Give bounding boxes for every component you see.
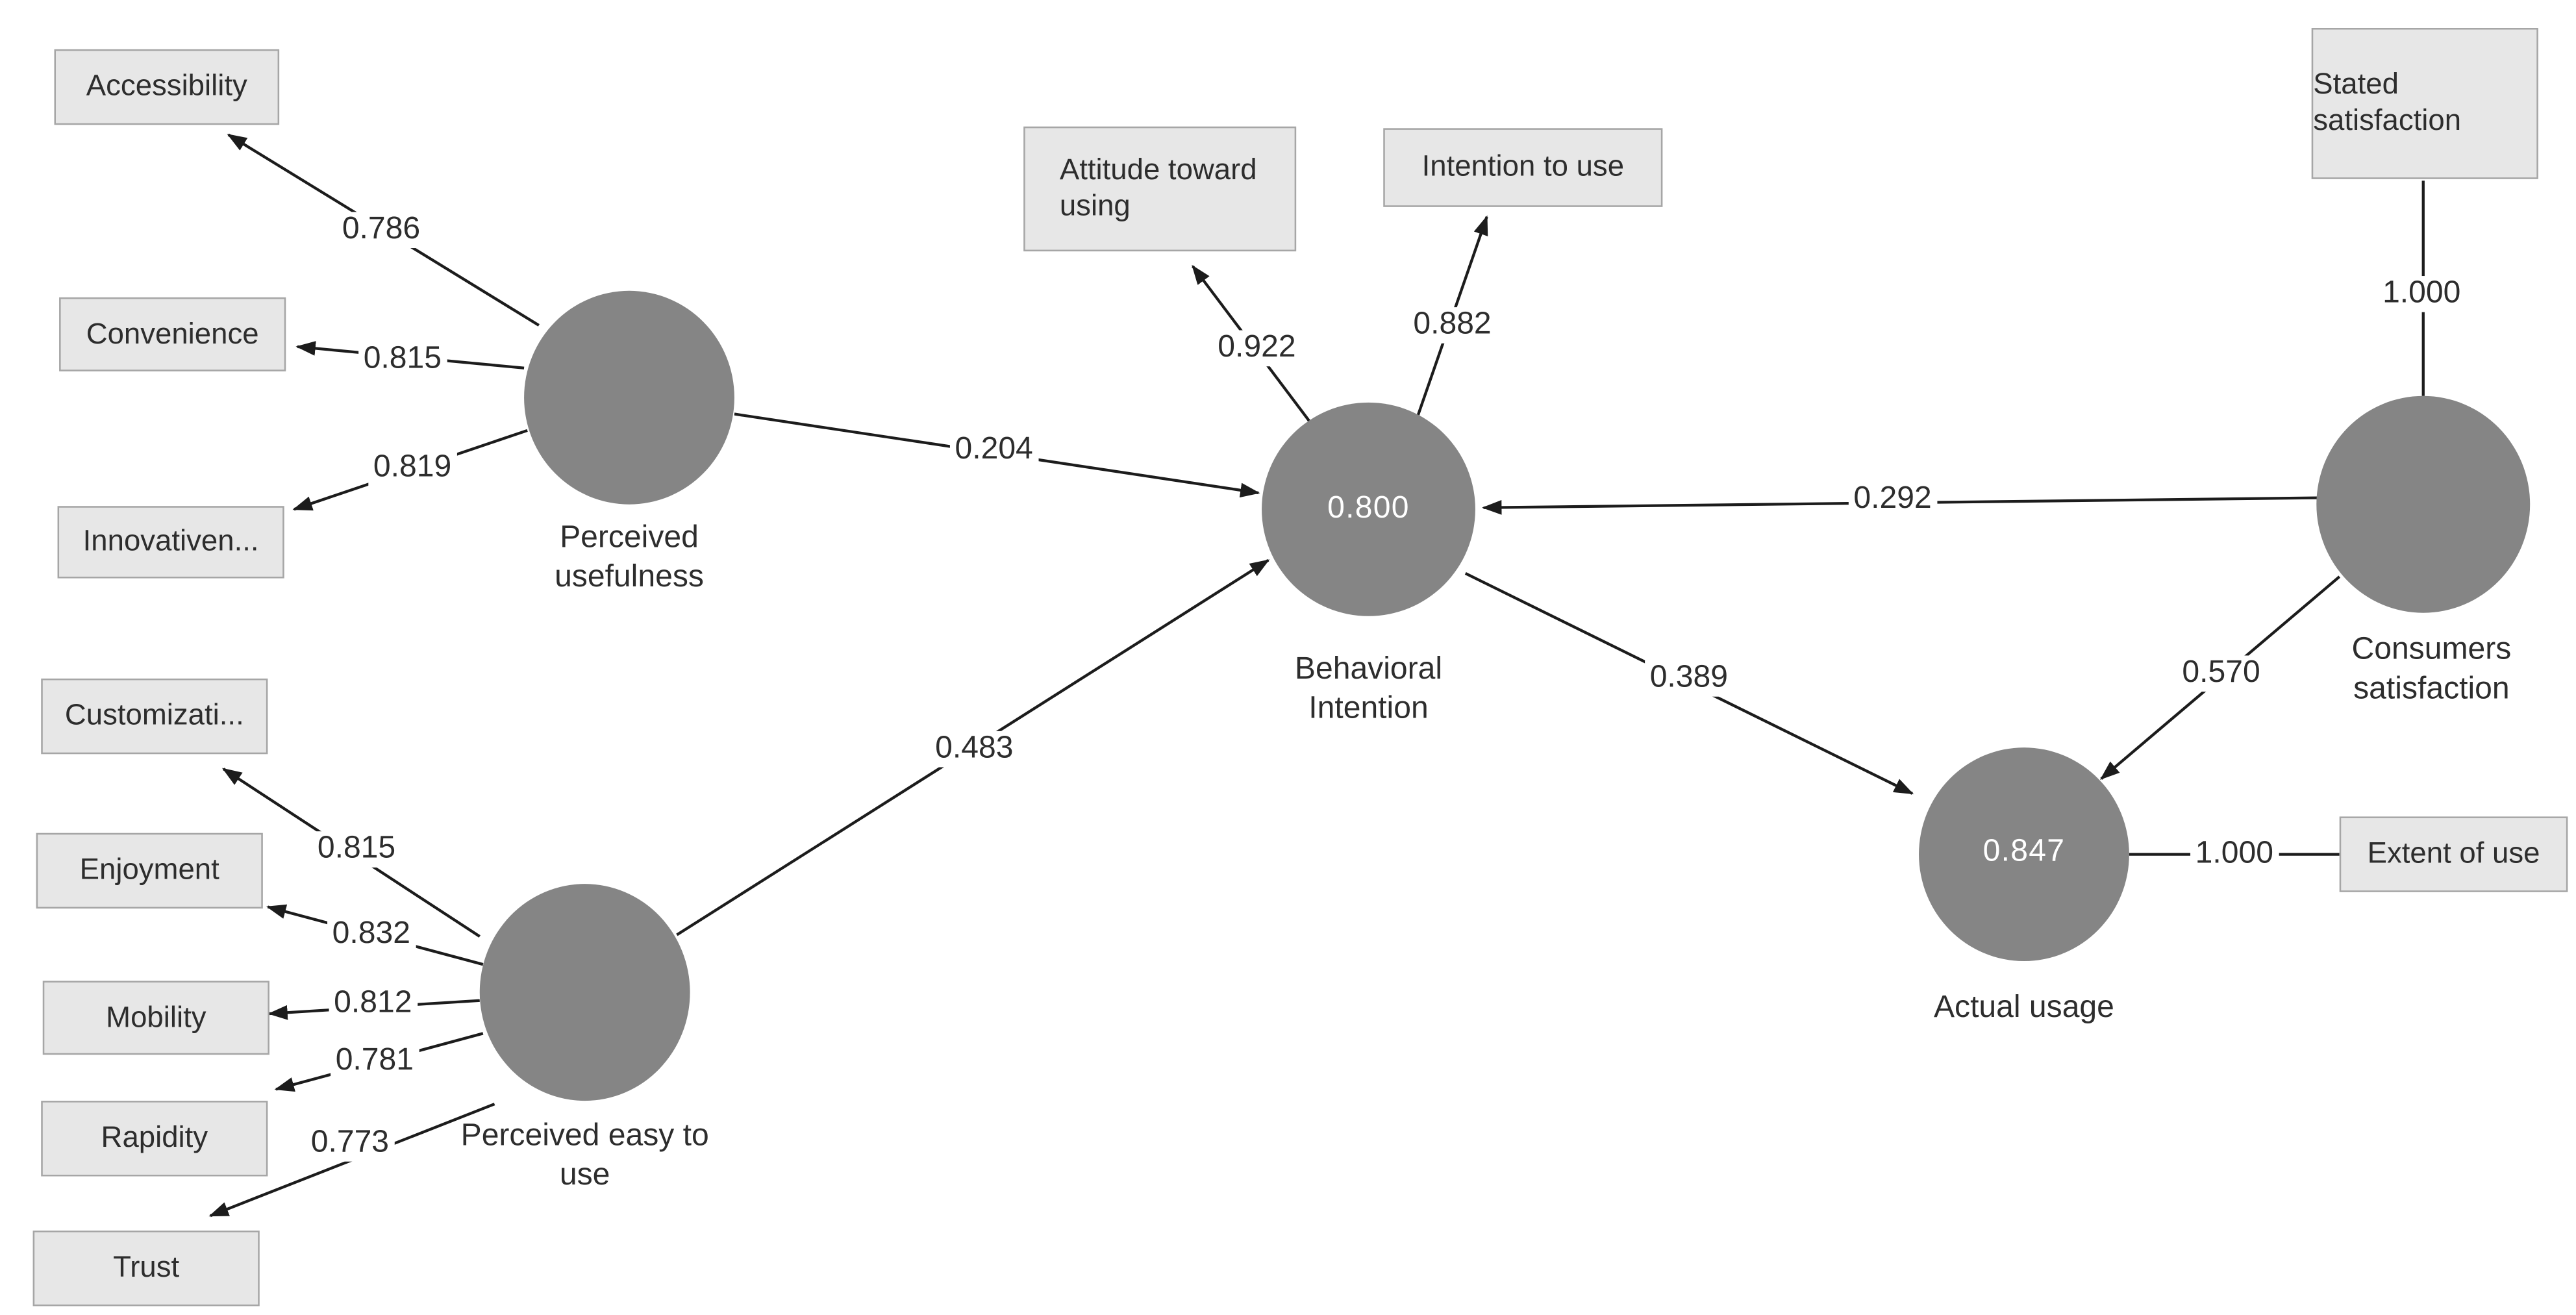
indicator-convenience: Convenience bbox=[59, 297, 286, 371]
indicator-extent-of-use-label: Extent of use bbox=[2367, 836, 2540, 870]
loading-customization: 0.815 bbox=[312, 831, 401, 868]
construct-actual-usage bbox=[1919, 747, 2129, 962]
indicator-stated-satisfaction-label: Stated satisfaction bbox=[2313, 67, 2462, 136]
loading-enjoyment: 0.832 bbox=[327, 916, 416, 953]
label-actual-usage: Actual usage bbox=[1933, 990, 2114, 1025]
loading-rapidity: 0.781 bbox=[331, 1043, 419, 1080]
indicator-attitude-toward-using-label: Attitude toward using bbox=[1059, 153, 1257, 222]
indicator-trust-label: Trust bbox=[113, 1250, 180, 1283]
loading-convenience: 0.815 bbox=[358, 342, 447, 378]
indicator-attitude-toward-using: Attitude toward using bbox=[1023, 126, 1297, 252]
indicator-rapidity: Rapidity bbox=[41, 1101, 268, 1177]
label-perceived-usefulness: Perceived usefulness bbox=[555, 521, 704, 595]
label-consumers-satisfaction: Consumers satisfaction bbox=[2351, 632, 2512, 707]
loading-trust: 0.773 bbox=[306, 1125, 394, 1162]
indicator-customization-label: Customizati... bbox=[64, 698, 244, 731]
loading-extent-of-use: 1.000 bbox=[2190, 836, 2279, 873]
loading-stated-satisfaction: 1.000 bbox=[2377, 276, 2466, 312]
indicator-enjoyment-label: Enjoyment bbox=[79, 853, 219, 886]
loading-intention-to-use: 0.882 bbox=[1408, 307, 1497, 344]
indicator-innovativeness: Innovativen... bbox=[57, 506, 284, 579]
loading-innovativeness: 0.819 bbox=[368, 450, 456, 486]
coefficient-bi-to-au: 0.389 bbox=[1645, 660, 1733, 697]
behavioral-intention-r2-value: 0.800 bbox=[1327, 491, 1410, 526]
loading-mobility: 0.812 bbox=[329, 986, 418, 1022]
actual-usage-r2-value: 0.847 bbox=[1982, 834, 2066, 870]
indicator-extent-of-use: Extent of use bbox=[2339, 816, 2568, 892]
loading-attitude-toward-using: 0.922 bbox=[1212, 330, 1301, 367]
indicator-rapidity-label: Rapidity bbox=[101, 1120, 208, 1154]
coefficient-cs-to-au: 0.570 bbox=[2177, 655, 2266, 692]
indicator-intention-to-use-label: Intention to use bbox=[1421, 149, 1625, 182]
coefficient-cs-to-bi: 0.292 bbox=[1848, 481, 1937, 518]
indicator-customization: Customizati... bbox=[41, 678, 268, 755]
indicator-innovativeness-label: Innovativen... bbox=[82, 524, 259, 557]
indicator-convenience-label: Convenience bbox=[86, 316, 259, 349]
indicator-enjoyment: Enjoyment bbox=[36, 833, 263, 909]
indicator-stated-satisfaction: Stated satisfaction bbox=[2311, 28, 2538, 179]
indicator-accessibility: Accessibility bbox=[54, 49, 280, 125]
label-perceived-easy-to-use: Perceived easy to use bbox=[460, 1118, 709, 1193]
indicator-intention-to-use: Intention to use bbox=[1383, 128, 1663, 207]
indicator-accessibility-label: Accessibility bbox=[86, 69, 247, 102]
construct-consumers-satisfaction bbox=[2316, 395, 2531, 613]
construct-behavioral-intention bbox=[1262, 402, 1475, 616]
loading-accessibility: 0.786 bbox=[337, 212, 425, 249]
label-behavioral-intention: Behavioral Intention bbox=[1294, 652, 1443, 727]
coefficient-pu-to-bi: 0.204 bbox=[949, 432, 1038, 469]
indicator-trust: Trust bbox=[32, 1230, 260, 1307]
construct-perceived-usefulness bbox=[524, 290, 734, 505]
construct-perceived-easy-to-use bbox=[479, 884, 690, 1101]
coefficient-peou-to-bi: 0.483 bbox=[930, 731, 1019, 768]
indicator-mobility-label: Mobility bbox=[106, 999, 206, 1033]
indicator-mobility: Mobility bbox=[42, 981, 269, 1055]
